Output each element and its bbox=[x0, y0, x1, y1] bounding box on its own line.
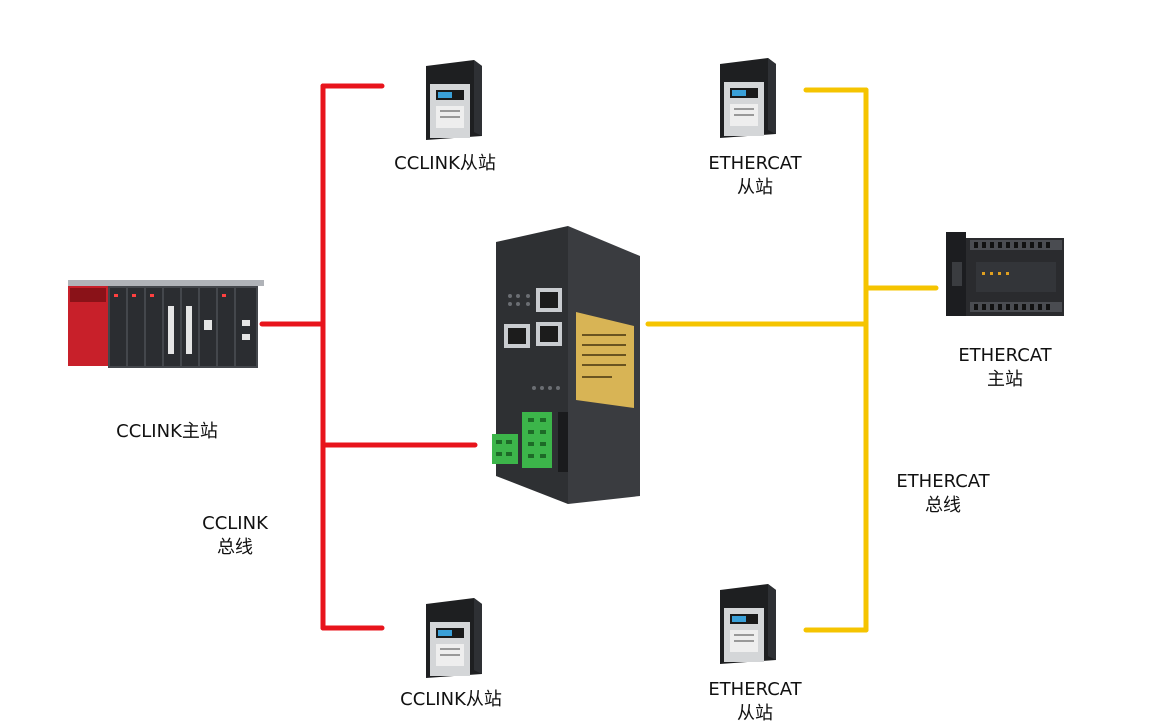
cclink-slave-bottom-label: CCLINK从站 bbox=[400, 689, 502, 710]
ethercat-slave-bottom-image bbox=[720, 584, 776, 664]
cclink-bus bbox=[259, 83, 478, 631]
cclink-master-label: CCLINK主站 bbox=[116, 421, 218, 442]
ethercat-slave-top-image bbox=[720, 58, 776, 138]
cclink-slave-top-label: CCLINK从站 bbox=[394, 153, 496, 174]
ethercat-master-plc-image bbox=[946, 232, 1064, 316]
ethercat-bus-label: ETHERCAT 总线 bbox=[896, 471, 990, 516]
cclink-slave-top-image bbox=[426, 60, 482, 140]
gateway-device-image bbox=[492, 226, 640, 504]
ethercat-slave-bottom-label: ETHERCAT 从站 bbox=[708, 679, 802, 724]
ethercat-slave-top-label: ETHERCAT 从站 bbox=[708, 153, 802, 198]
cclink-master-plc-image bbox=[68, 280, 264, 368]
ethercat-bus bbox=[645, 87, 939, 633]
ethercat-master-label: ETHERCAT 主站 bbox=[958, 345, 1052, 390]
cclink-slave-bottom-image bbox=[426, 598, 482, 678]
cclink-bus-label: CCLINK 总线 bbox=[202, 513, 268, 558]
